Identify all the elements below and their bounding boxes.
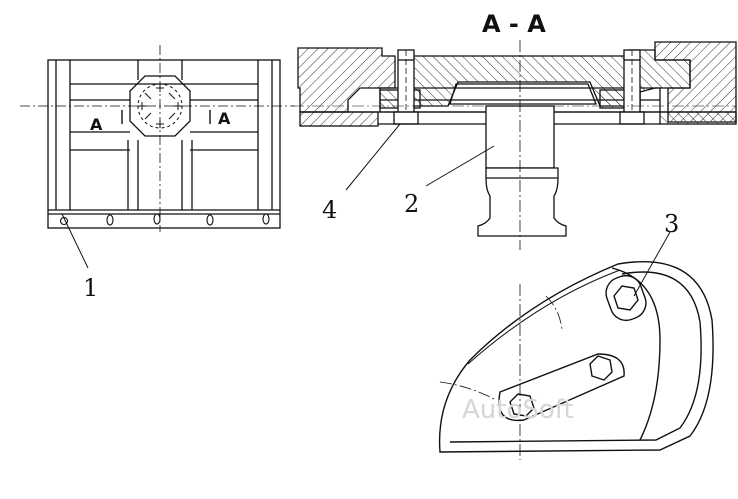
section-view	[297, 41, 737, 237]
frame-outline	[47, 59, 281, 229]
callout-4: 4	[322, 196, 337, 224]
section-mark-right: A	[218, 109, 231, 128]
section-markers	[121, 110, 211, 124]
detail-view	[438, 260, 714, 453]
hub-octagon	[129, 75, 191, 137]
leader-2	[425, 145, 495, 187]
detail-bolt-top	[605, 274, 647, 322]
watermark: AutoSoft	[462, 395, 574, 425]
leader-4	[345, 123, 401, 191]
shaft	[477, 105, 567, 237]
callout-1: 1	[83, 274, 98, 302]
leader-3	[633, 231, 671, 297]
leader-1	[61, 213, 89, 269]
section-mark-left: A	[90, 115, 103, 134]
callout-3: 3	[664, 210, 679, 238]
callout-2: 2	[404, 190, 419, 218]
frame-view	[47, 59, 281, 229]
section-title: A - A	[482, 10, 546, 38]
rail-bolts	[59, 213, 270, 226]
detail-slot	[498, 353, 625, 422]
